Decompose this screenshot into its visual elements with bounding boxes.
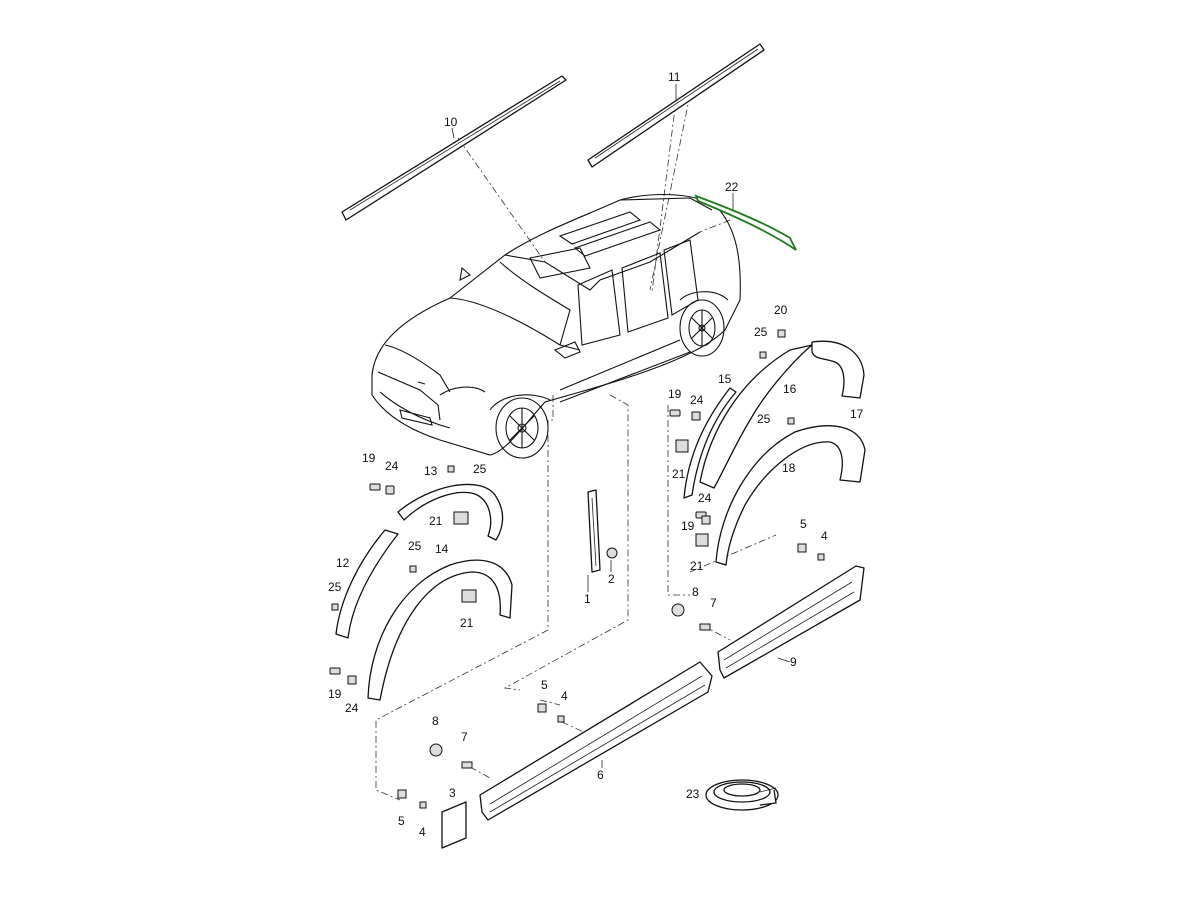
label-3: 3 bbox=[449, 786, 456, 800]
part-11-roof-strip-right bbox=[587, 43, 765, 168]
label-15: 15 bbox=[718, 372, 732, 386]
label-5-c: 5 bbox=[398, 814, 405, 828]
label-4-c: 4 bbox=[419, 825, 426, 839]
label-2: 2 bbox=[608, 572, 615, 586]
part-12-arch-trim bbox=[335, 529, 399, 639]
label-25-d: 25 bbox=[408, 539, 422, 553]
label-11: 11 bbox=[668, 70, 681, 84]
fasteners bbox=[329, 329, 825, 809]
label-25-e: 25 bbox=[328, 580, 342, 594]
part-14-wheel-arch bbox=[367, 559, 513, 701]
label-13: 13 bbox=[424, 464, 438, 478]
label-9: 9 bbox=[790, 655, 797, 669]
part-labels: 10 11 22 20 25 15 16 19 24 25 17 21 18 2… bbox=[328, 70, 864, 839]
label-18: 18 bbox=[782, 461, 796, 475]
label-19-b: 19 bbox=[681, 519, 695, 533]
part-18-wheel-arch bbox=[715, 425, 866, 566]
label-19-c: 19 bbox=[362, 451, 376, 465]
part-2-clip bbox=[606, 547, 618, 559]
label-5-a: 5 bbox=[800, 517, 807, 531]
label-6: 6 bbox=[597, 768, 604, 782]
label-8-a: 8 bbox=[692, 585, 699, 599]
part-13-wheel-arch bbox=[397, 483, 504, 541]
label-24-c: 24 bbox=[385, 459, 399, 473]
label-1: 1 bbox=[584, 592, 591, 606]
vehicle-outline bbox=[371, 194, 741, 459]
label-10: 10 bbox=[444, 115, 458, 129]
label-25-a: 25 bbox=[754, 325, 768, 339]
label-4-b: 4 bbox=[561, 689, 568, 703]
part-9-door-panel bbox=[717, 565, 865, 679]
label-19-d: 19 bbox=[328, 687, 342, 701]
part-3-flap bbox=[441, 801, 467, 849]
label-24-d: 24 bbox=[345, 701, 359, 715]
label-21-b: 21 bbox=[690, 559, 704, 573]
label-24-b: 24 bbox=[698, 491, 712, 505]
part-16-wheel-arch bbox=[699, 340, 865, 489]
label-22: 22 bbox=[725, 180, 739, 194]
part-1-door-trim bbox=[587, 489, 601, 573]
label-7-a: 7 bbox=[710, 596, 717, 610]
label-16: 16 bbox=[783, 382, 797, 396]
label-23: 23 bbox=[686, 787, 700, 801]
label-21-d: 21 bbox=[460, 616, 474, 630]
part-10-roof-strip-left bbox=[341, 75, 567, 221]
part-22-spoiler-strip-highlighted bbox=[694, 194, 797, 251]
label-25-b: 25 bbox=[757, 412, 771, 426]
label-5-b: 5 bbox=[541, 678, 548, 692]
label-12: 12 bbox=[336, 556, 350, 570]
part-23-tape-roll bbox=[705, 779, 779, 811]
part-15-arch-trim bbox=[683, 387, 737, 499]
label-19-a: 19 bbox=[668, 387, 682, 401]
label-14: 14 bbox=[435, 542, 449, 556]
label-21-c: 21 bbox=[429, 514, 443, 528]
label-4-a: 4 bbox=[821, 529, 828, 543]
label-7-b: 7 bbox=[461, 730, 468, 744]
label-25-c: 25 bbox=[473, 462, 487, 476]
label-17: 17 bbox=[850, 407, 864, 421]
label-ticks bbox=[451, 84, 791, 793]
label-8-b: 8 bbox=[432, 714, 439, 728]
part-6-side-skirt bbox=[479, 661, 713, 821]
label-24-a: 24 bbox=[690, 393, 704, 407]
label-20: 20 bbox=[774, 303, 788, 317]
label-21-a: 21 bbox=[672, 467, 686, 481]
